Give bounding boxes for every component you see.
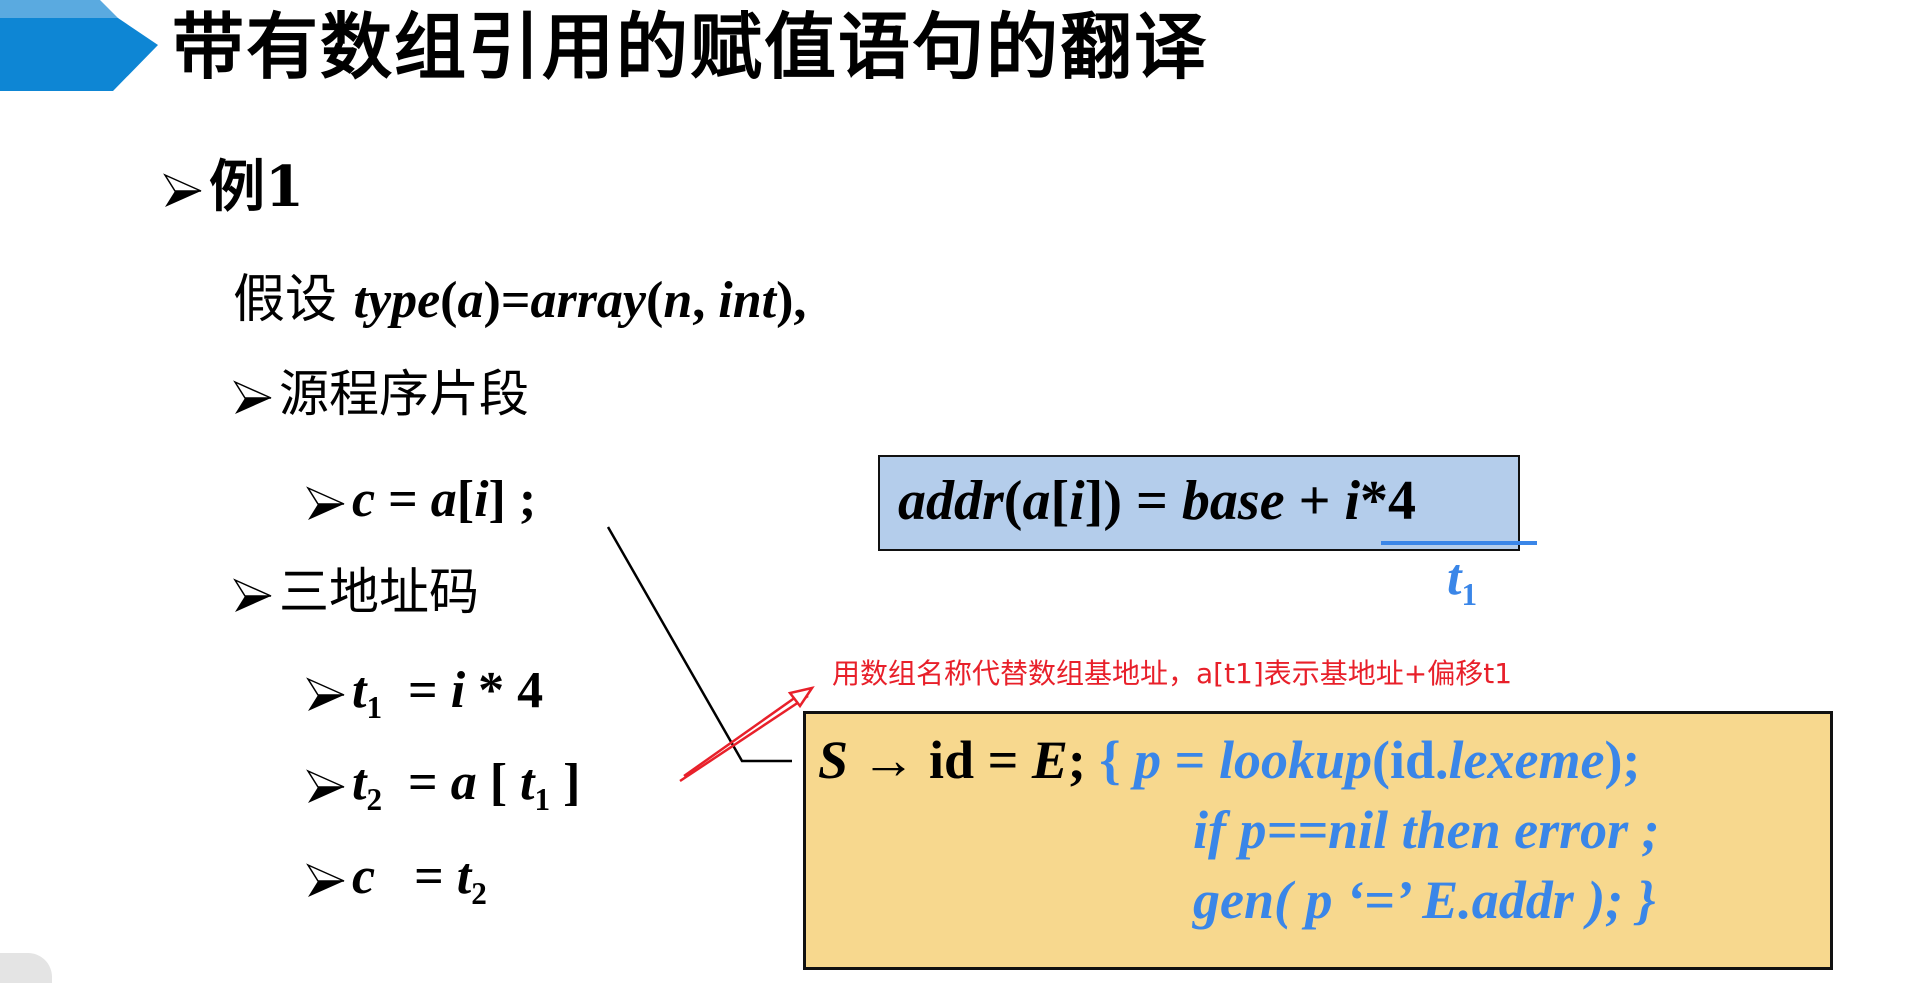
source-code-line: c = a[i] ; xyxy=(306,468,536,532)
red-double-arrow-icon xyxy=(679,686,815,783)
arrow-bullet-icon xyxy=(233,578,272,612)
subscript: 1 xyxy=(534,781,551,817)
equals: = xyxy=(382,662,451,719)
paren: ( xyxy=(1003,470,1023,532)
paren: ) xyxy=(483,272,501,329)
temp-var: t xyxy=(352,662,367,719)
bracket: ] xyxy=(488,471,506,528)
var-i: i xyxy=(474,471,489,528)
temp-var: t xyxy=(456,848,472,905)
subscript: 2 xyxy=(366,781,383,817)
var-i: i xyxy=(1069,470,1085,532)
temp-var: t xyxy=(520,754,535,811)
trailing-comma: , xyxy=(793,272,807,329)
lookup-fn: lookup xyxy=(1218,730,1372,790)
var-p: p xyxy=(1134,730,1162,790)
arrow-bullet-icon xyxy=(306,863,345,898)
array-fn: array xyxy=(530,272,647,329)
temp-var: t xyxy=(352,754,367,811)
arrow-bullet-icon xyxy=(306,677,345,712)
nonterminal-E: E xyxy=(1031,730,1068,790)
production-arrow: → xyxy=(848,730,930,790)
corner-tab xyxy=(0,953,52,983)
tac-line: c = t2 xyxy=(306,842,487,912)
addr-fn: addr xyxy=(898,470,1004,532)
equals: = xyxy=(1121,470,1182,532)
type-fn: type xyxy=(353,272,441,329)
red-annotation: 用数组名称代替数组基地址，a[t1]表示基地址+偏移t1 xyxy=(832,657,1513,690)
t1-label: t1 xyxy=(1447,548,1477,610)
rule-line: S → id = E; { p = lookup(id.lexeme); xyxy=(818,726,1640,794)
plus: + xyxy=(1284,470,1345,532)
subscript: 1 xyxy=(366,689,383,725)
bracket: ] xyxy=(1084,470,1104,532)
arg-int: int xyxy=(718,272,777,329)
paren: ( xyxy=(646,272,664,329)
rule-line: if p==nil then error ; xyxy=(1193,800,1660,860)
comma: , xyxy=(692,272,719,329)
bracket: [ xyxy=(456,471,475,528)
open-brace: { xyxy=(1099,730,1135,790)
assumption-line: 假设 type(a)=array(n, int), xyxy=(233,268,806,333)
var-a: a xyxy=(430,471,457,528)
subscript: 2 xyxy=(471,875,487,911)
paren: ( xyxy=(440,272,458,329)
rule-line: gen( p ‘=’ E.addr ); } xyxy=(1193,870,1656,930)
arrow-bullet-icon xyxy=(306,486,345,521)
arg-a: a xyxy=(457,272,484,329)
example-heading: 例1 xyxy=(163,152,304,222)
equals: = xyxy=(974,730,1032,790)
bracket: [ xyxy=(476,754,521,811)
three-address-code-heading: 三地址码 xyxy=(233,560,479,624)
subscript: 1 xyxy=(1461,576,1478,612)
tac-line: t2 = a [ t1 ] xyxy=(306,748,580,818)
times-four: *4 xyxy=(1360,470,1417,532)
temp-var: t xyxy=(1447,549,1462,606)
tac-line: t1 = i * 4 xyxy=(306,656,543,726)
slide-title: 带有数组引用的赋值语句的翻译 xyxy=(172,5,1209,89)
var-i: i xyxy=(450,662,466,719)
paren: ( xyxy=(1372,730,1390,790)
assume-prefix: 假设 xyxy=(233,270,338,330)
var-i: i xyxy=(1344,470,1361,532)
title-chevron-decoration xyxy=(0,0,158,91)
source-heading-label: 源程序片段 xyxy=(279,365,529,423)
tac-heading-label: 三地址码 xyxy=(279,563,479,621)
address-formula-box xyxy=(878,455,1520,551)
var-c: c xyxy=(352,848,376,905)
lexeme: lexeme xyxy=(1448,730,1605,790)
address-formula: addr(a[i]) = base + i*4 xyxy=(898,466,1416,536)
paren-semicolon: ); xyxy=(1604,730,1641,790)
arrow-bullet-icon xyxy=(163,173,202,208)
arg-n: n xyxy=(663,272,693,329)
source-fragment-heading: 源程序片段 xyxy=(233,362,529,426)
bracket: ] xyxy=(550,754,581,811)
equals: = xyxy=(375,848,457,905)
equals: = xyxy=(1161,730,1219,790)
nonterminal-S: S xyxy=(818,730,849,790)
var-a: a xyxy=(450,754,477,811)
arrow-bullet-icon xyxy=(306,769,345,804)
connector-line xyxy=(606,526,792,763)
arrow-bullet-icon xyxy=(233,380,272,414)
var-a: a xyxy=(1022,470,1051,532)
equals: = xyxy=(375,471,431,528)
base: base xyxy=(1181,470,1285,532)
semicolon: ; xyxy=(505,471,537,528)
times-four: * 4 xyxy=(465,662,544,719)
id-token: id. xyxy=(1389,730,1449,790)
equals: = xyxy=(382,754,451,811)
paren: ) xyxy=(776,272,794,329)
id-token: id xyxy=(929,730,975,790)
semantic-rule-box xyxy=(803,711,1833,970)
t1-underline-marker xyxy=(1381,541,1537,545)
var-c: c xyxy=(352,471,376,528)
bracket: [ xyxy=(1050,470,1070,532)
example-heading-label: 例1 xyxy=(209,154,304,220)
paren: ) xyxy=(1103,470,1122,532)
equals: = xyxy=(500,272,531,329)
semicolon: ; xyxy=(1067,730,1100,790)
